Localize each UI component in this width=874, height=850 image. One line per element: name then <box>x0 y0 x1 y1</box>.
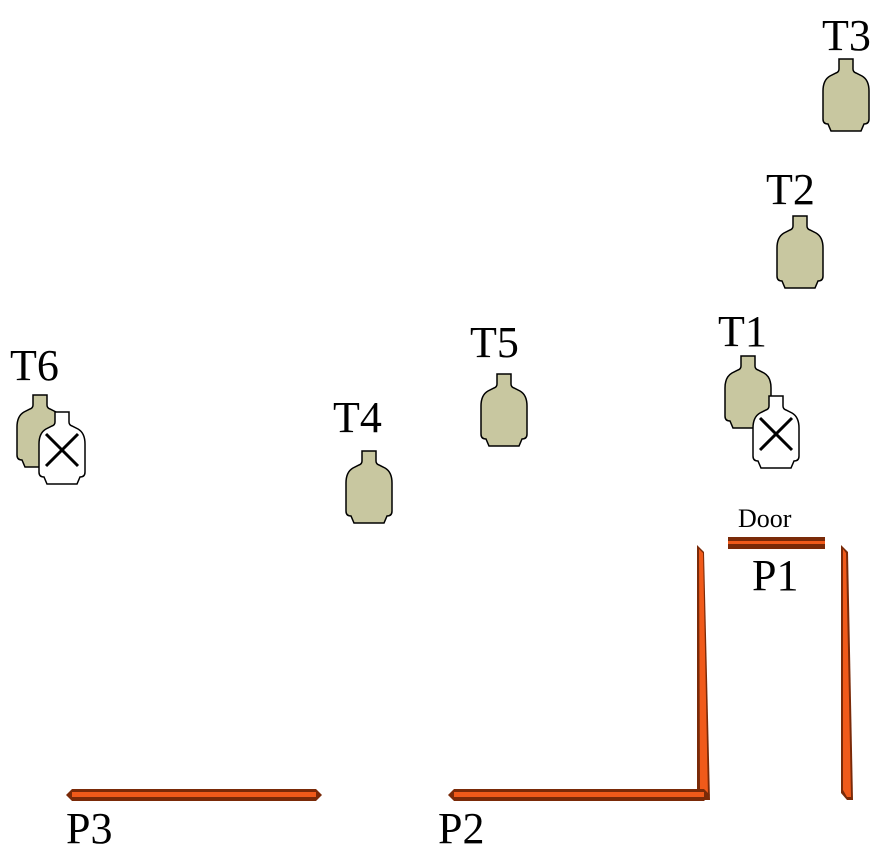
no-shoot-t6-icon <box>38 411 86 485</box>
target-t3-icon <box>822 58 870 132</box>
target-t2-icon <box>776 215 824 289</box>
wall-bottom-left <box>66 789 322 801</box>
target-t5-icon <box>480 373 528 447</box>
position-label-p3: P3 <box>66 804 112 850</box>
no-shoot-t1-icon <box>752 395 800 469</box>
target-label-t1: T1 <box>718 307 767 356</box>
wall-left-vertical <box>697 545 710 800</box>
target-label-t6: T6 <box>10 341 59 390</box>
wall-bottom-middle <box>448 789 710 801</box>
position-label-p1: P1 <box>752 551 798 600</box>
wall-right-vertical <box>841 545 853 800</box>
door-bar <box>728 537 825 549</box>
target-label-t4: T4 <box>333 393 382 442</box>
door-label: Door <box>738 504 792 533</box>
target-label-t3: T3 <box>822 11 871 60</box>
target-label-t2: T2 <box>766 165 815 214</box>
target-label-t5: T5 <box>470 318 519 367</box>
target-t4-icon <box>345 450 393 524</box>
position-label-p2: P2 <box>438 804 484 850</box>
